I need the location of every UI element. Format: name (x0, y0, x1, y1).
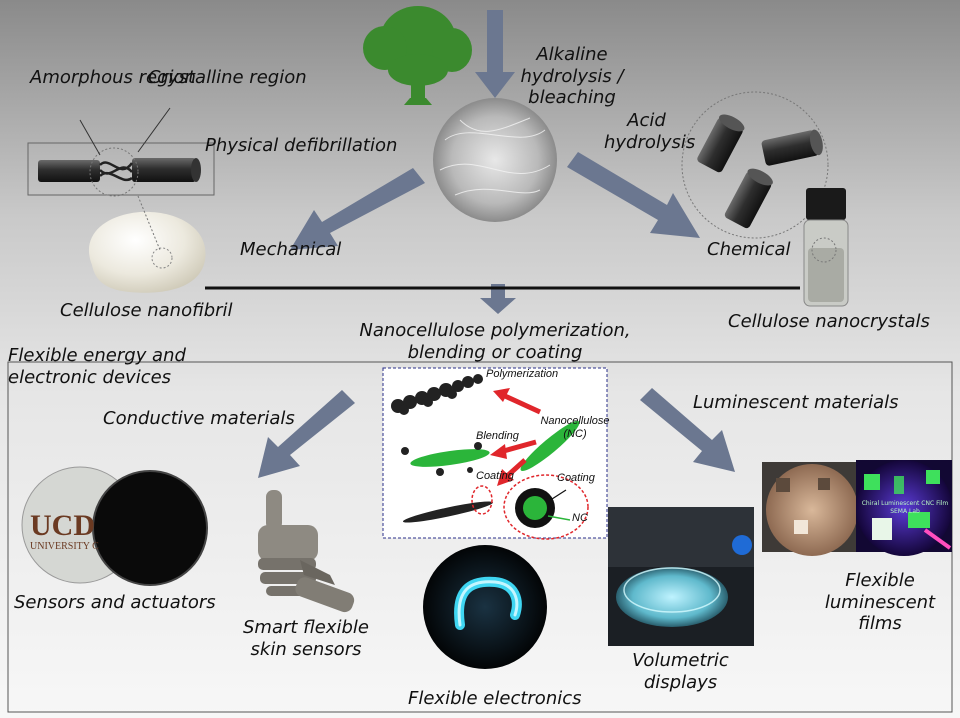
smart-skin-sensors-label: Smart flexible skin sensors (242, 617, 370, 660)
luminescent-films-label: Flexible luminescent films (824, 570, 936, 635)
sensors-actuators-label: Sensors and actuators (14, 592, 216, 613)
physical-defibrillation-label: Physical defibrillation (205, 135, 398, 156)
skin-sensor-hand-image (258, 490, 355, 613)
arrow-mechanical (290, 168, 425, 250)
arrow-chemical (567, 152, 700, 238)
nanocellulose-modification-label: Nanocellulose polymerization, blending o… (359, 320, 631, 363)
arrow-down-center (480, 284, 516, 314)
cnc-vial-image (803, 188, 849, 307)
film-lab-text: SEMA Lab (890, 508, 920, 515)
nanofibril-gel-image (88, 211, 206, 293)
tree-icon (363, 6, 472, 105)
arrow-conductive (258, 390, 355, 478)
university-text: UNIVERSITY C (30, 541, 99, 552)
alkaline-hydrolysis-label: Alkaline hydrolysis / bleaching (520, 44, 624, 109)
cellulose-fiber-image (433, 98, 557, 222)
inset-coating-left-label: Coating (476, 470, 514, 482)
inset-polymerization-label: Polymerization (486, 368, 559, 380)
cellulose-nanofibril-label: Cellulose nanofibril (60, 300, 233, 321)
volumetric-displays-label: Volumetric displays (632, 650, 729, 693)
inset-nanocellulose-label: Nanocellulose (NC) (540, 415, 610, 441)
cellulose-rod-graphic (38, 158, 201, 182)
film-caption-text: Chiral Luminescent CNC Film (861, 500, 949, 507)
flexible-energy-devices-label: Flexible energy and electronic devices (8, 345, 186, 388)
acid-hydrolysis-label: Acid hydrolysis (604, 110, 696, 153)
cnc-rods-graphic (697, 114, 823, 229)
arrow-down-alkaline (475, 10, 515, 98)
ucd-sensor-image (21, 466, 208, 586)
crystalline-region-label: Crystalline region (148, 67, 307, 88)
cnc-zoom-circle (681, 91, 829, 239)
process-arrows (258, 10, 735, 478)
flexible-electronics-label: Flexible electronics (408, 688, 582, 709)
rod-inset-frame (27, 142, 215, 196)
flexible-electronics-image (423, 545, 547, 669)
inset-nc-label: NC (572, 512, 588, 524)
ucd-logo-text: UCD (30, 509, 95, 542)
polymerization-graphic (391, 374, 589, 540)
conductive-materials-label: Conductive materials (103, 408, 295, 429)
inset-coating-right-label: Coating (557, 472, 595, 484)
amorphous-region-label: Amorphous region (30, 67, 196, 88)
mechanical-label: Mechanical (240, 239, 342, 260)
luminescent-materials-label: Luminescent materials (693, 392, 899, 413)
luminescent-film-image (762, 460, 952, 556)
chemical-label: Chemical (707, 239, 791, 260)
cellulose-nanocrystals-label: Cellulose nanocrystals (728, 311, 930, 332)
inset-blending-label: Blending (476, 430, 519, 442)
arrow-luminescent (640, 388, 735, 472)
